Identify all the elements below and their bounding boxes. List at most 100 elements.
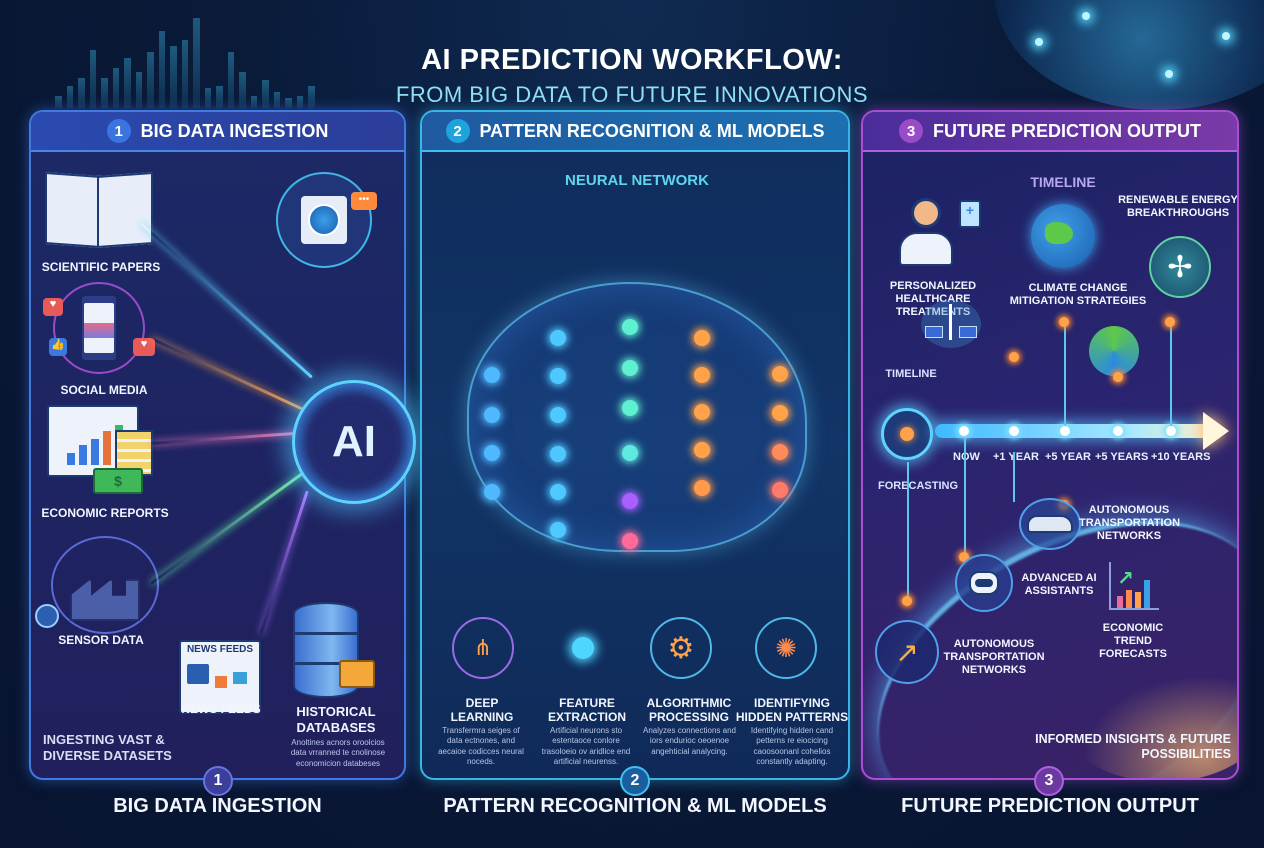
neuron-node <box>622 445 638 461</box>
neuron-node <box>484 407 500 423</box>
connector-line <box>907 462 909 602</box>
heart-icon: ♥ <box>133 338 155 356</box>
source-label: HISTORICAL DATABASES <box>296 704 376 735</box>
stage-2-footer-label: PATTERN RECOGNITION & ML MODELS <box>443 795 827 817</box>
stage-title: FUTURE PREDICTION OUTPUT <box>933 120 1201 141</box>
page-subtitle: FROM BIG DATA TO FUTURE INNOVATIONS <box>395 82 869 107</box>
network-node-decoration <box>1082 12 1090 20</box>
stage-title: PATTERN RECOGNITION & ML MODELS <box>479 120 825 141</box>
prediction-label: RENEWABLE ENERGY BREAKTHROUGHS <box>1118 194 1238 220</box>
doctor-icon <box>889 192 963 266</box>
neuron-node <box>484 367 500 383</box>
ai-core-icon: AI <box>292 380 416 504</box>
stage-2-panel: 2 PATTERN RECOGNITION & ML MODELS NEURAL… <box>420 110 850 780</box>
stage-3-panel: 3 FUTURE PREDICTION OUTPUT TIMELINE + PE… <box>861 110 1239 780</box>
stage-caption: INGESTING VAST & DIVERSE DATASETS <box>43 732 172 763</box>
earth-icon <box>1031 204 1095 268</box>
stage-1-number-badge: 1 <box>203 766 233 796</box>
neuron-node <box>622 400 638 416</box>
stage-title: BIG DATA INGESTION <box>140 120 329 141</box>
medical-clipboard-icon: + <box>959 200 981 228</box>
stage-number-badge: 1 <box>106 119 131 143</box>
book-icon <box>45 174 153 246</box>
neuron-node <box>550 484 566 500</box>
neuron-node <box>484 445 500 461</box>
source-label: SOCIAL MEDIA <box>60 383 148 397</box>
data-stream-line <box>150 337 315 416</box>
neuron-node <box>622 493 638 509</box>
timeline-arrow-head <box>1203 412 1229 450</box>
neuron-node <box>550 522 566 538</box>
thumbs-up-icon: 👍 <box>49 338 67 356</box>
neuron-node <box>622 360 638 376</box>
heart-icon: ♥ <box>43 298 63 316</box>
method-description: Transfermra seiges of data ectnones, and… <box>438 726 524 767</box>
stage-3-header: 3 FUTURE PREDICTION OUTPUT <box>863 112 1237 152</box>
neuron-node <box>772 482 788 498</box>
folder-icon <box>339 660 375 688</box>
timeline-event-dot <box>1113 372 1123 382</box>
timeline-label-5y: +5 YEAR <box>1045 451 1091 463</box>
neuron-node <box>622 533 638 549</box>
timeline-arrow <box>935 424 1215 438</box>
database-icon <box>293 602 359 698</box>
timeline-title: TIMELINE <box>1030 174 1096 190</box>
recycle-earth-icon <box>1089 326 1139 376</box>
sensor-device-icon <box>35 604 59 628</box>
neuron-icon <box>552 617 614 679</box>
brain-network-icon <box>467 282 807 552</box>
prediction-label: AUTONOMOUS TRANSPORTATION NETWORKS <box>1079 504 1181 543</box>
stage-1-header: 1 BIG DATA INGESTION <box>31 112 404 152</box>
solar-wind-icon <box>921 300 981 348</box>
source-description: Anoltines acnors oroolcios data vrranned… <box>290 738 386 768</box>
timeline-marker <box>1060 426 1070 436</box>
money-icon: $ <box>93 468 143 494</box>
timeline-label-5ys: +5 YEARS <box>1095 451 1149 463</box>
neuron-node <box>694 404 710 420</box>
network-node-decoration <box>1035 38 1043 46</box>
timeline-label-10y: +10 YEARS <box>1151 451 1211 463</box>
newspaper-icon: NEWS FEEDS <box>179 640 261 714</box>
prediction-label: ECONOMIC TREND FORECASTS <box>1099 622 1167 661</box>
neuron-node <box>772 405 788 421</box>
method-description: Artificial neurons sto estentaoce conlor… <box>541 726 631 767</box>
stage-3-number-badge: 3 <box>1034 766 1064 796</box>
report-chart-icon <box>47 405 139 477</box>
stage-2-header: 2 PATTERN RECOGNITION & ML MODELS <box>422 112 848 152</box>
stage-number-badge: 3 <box>899 119 923 143</box>
prediction-label: ADVANCED AI ASSISTANTS <box>1021 572 1097 598</box>
timeline-event-dot <box>959 552 969 562</box>
stage-1-footer-label: BIG DATA INGESTION <box>113 795 322 817</box>
prediction-label: CLIMATE CHANGE MITIGATION STRATEGIES <box>1009 282 1147 308</box>
stage-number-badge: 2 <box>445 119 470 143</box>
timeline-label-1y: +1 YEAR <box>993 451 1039 463</box>
timeline-event-dot <box>1165 317 1175 327</box>
forecast-hub-icon <box>881 408 933 460</box>
neuron-node <box>550 330 566 346</box>
neuron-node <box>484 484 500 500</box>
neuron-node <box>694 480 710 496</box>
wind-turbine-icon: ✢ <box>1149 236 1211 298</box>
page-title: AI PREDICTION WORKFLOW: <box>421 44 843 76</box>
pattern-burst-icon: ✺ <box>755 617 817 679</box>
car-icon <box>1019 498 1081 550</box>
prediction-label: AUTONOMOUS TRANSPORTATION NETWORKS <box>943 638 1045 677</box>
browser-globe-icon <box>276 172 372 268</box>
network-node-decoration <box>1165 70 1173 78</box>
connector-line <box>1013 452 1015 502</box>
neuron-node <box>550 368 566 384</box>
neuron-node <box>550 407 566 423</box>
timeline-side-label: TIMELINE <box>885 368 937 380</box>
source-label: NEWS FEEDS <box>181 702 261 716</box>
neuron-node <box>694 442 710 458</box>
connector-line <box>1170 322 1172 426</box>
stage-2-number-badge: 2 <box>620 766 650 796</box>
network-layers-icon: ⋔ <box>452 617 514 679</box>
factory-sensor-icon <box>51 536 159 634</box>
forecasting-label: FORECASTING <box>877 480 959 492</box>
growth-chart-icon: ↗ <box>875 620 939 684</box>
stage-caption: INFORMED INSIGHTS & FUTURE POSSIBILITIES <box>1035 732 1231 761</box>
smartphone-icon <box>53 282 145 374</box>
